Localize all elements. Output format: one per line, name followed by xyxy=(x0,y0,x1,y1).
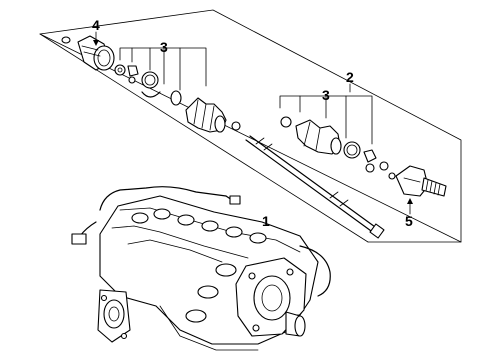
outer-cv-joint-left xyxy=(61,35,115,71)
axle-shaft xyxy=(245,135,385,239)
callout-3-right: 3 xyxy=(322,87,330,103)
axle-assembly-frame xyxy=(39,9,462,243)
clamp-parts-left xyxy=(114,64,182,106)
callout-4: 4 xyxy=(92,17,100,33)
differential-carrier xyxy=(71,186,331,351)
callout-2: 2 xyxy=(346,69,354,85)
cv-boot-left xyxy=(185,97,241,133)
callout-5: 5 xyxy=(405,213,413,229)
callout-1: 1 xyxy=(262,213,270,229)
callout-3-left: 3 xyxy=(160,39,168,55)
cv-boot-right xyxy=(280,116,361,159)
clamp-parts-right xyxy=(363,149,396,180)
outer-cv-joint-right xyxy=(395,165,447,197)
